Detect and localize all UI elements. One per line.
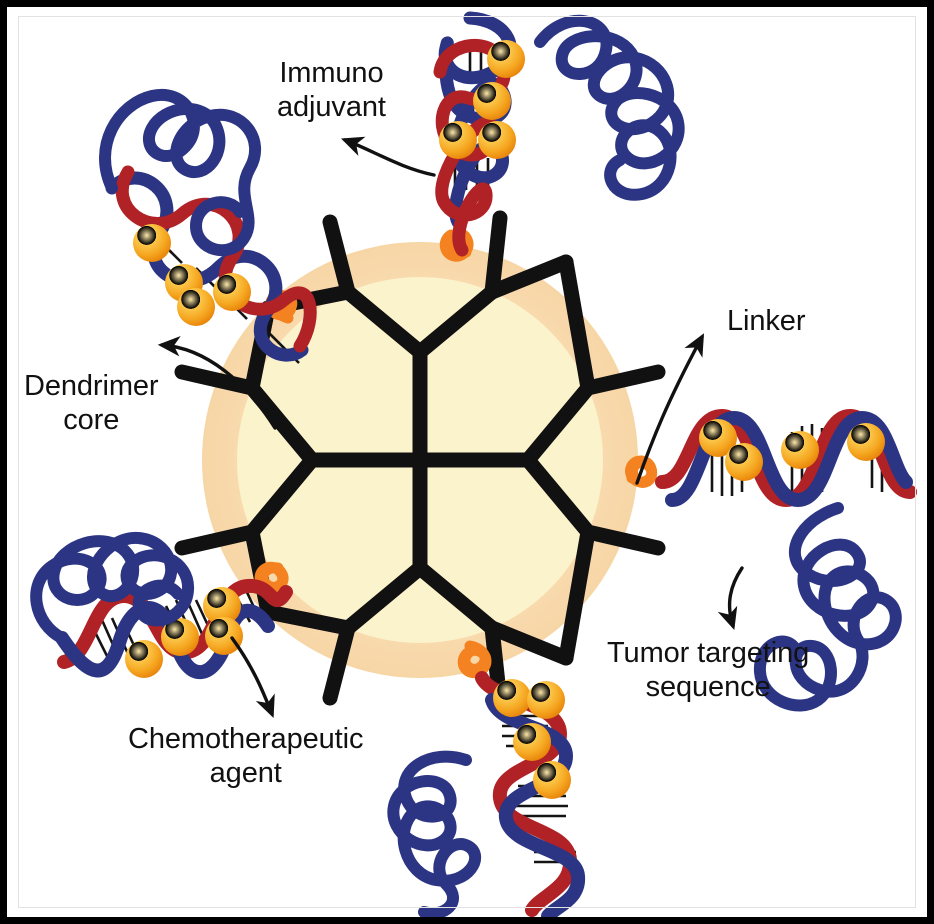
random-coil-upper-left: [99, 88, 261, 257]
label-linker: Linker: [727, 305, 806, 337]
linker-coil-bottom: [457, 640, 492, 679]
dna-duplex-bottom: [475, 671, 585, 923]
conjugate-arm-right: [625, 408, 917, 712]
dendrimer-branches: [174, 210, 666, 710]
drug-spheres-bottom: [493, 679, 571, 799]
dna-strand-red: [115, 165, 317, 353]
drug-sphere: [478, 121, 516, 159]
random-coil-right: [754, 502, 902, 712]
drug-spheres-top: [439, 40, 525, 159]
arrow-dendrimer-core[interactable]: [157, 336, 277, 430]
linker-coil-top: [439, 228, 474, 262]
label-chemotherapeutic-agent: Chemotherapeutic agent: [128, 723, 364, 789]
drug-sphere: [699, 419, 737, 457]
conjugate-arm-top: [433, 11, 685, 262]
conjugate-arm-lower-left: [30, 532, 293, 680]
arrow-immuno-adjuvant[interactable]: [341, 136, 436, 177]
arrow-chemotherapeutic-agent[interactable]: [230, 636, 275, 718]
drug-sphere: [203, 587, 241, 625]
drug-sphere: [133, 224, 171, 262]
drug-sphere: [473, 82, 511, 120]
arrow-linker[interactable]: [635, 333, 705, 485]
random-coil-lower-left: [30, 532, 194, 644]
drug-sphere: [533, 761, 571, 799]
drug-sphere: [493, 679, 531, 717]
drug-sphere: [161, 618, 199, 656]
drug-spheres-lower-left: [125, 587, 243, 678]
drug-sphere: [439, 121, 477, 159]
drug-spheres-right: [699, 419, 885, 481]
drug-sphere: [205, 617, 243, 655]
drug-sphere: [513, 723, 551, 761]
drug-spheres-upper-left: [133, 224, 251, 326]
dna-strand-blue: [105, 171, 309, 362]
arrow-tumor-targeting-sequence[interactable]: [717, 566, 744, 631]
annotation-arrows: [157, 136, 744, 718]
drug-sphere: [781, 431, 819, 469]
drug-sphere: [125, 640, 163, 678]
random-coil-top: [534, 14, 685, 201]
conjugate-arm-bottom: [387, 640, 585, 923]
drug-sphere: [847, 423, 885, 461]
label-immuno-adjuvant: Immuno adjuvant: [277, 57, 386, 123]
linker-coil-right: [625, 455, 658, 488]
conjugate-arm-upper-left: [99, 88, 317, 364]
drug-sphere: [527, 681, 565, 719]
drug-sphere: [177, 288, 215, 326]
label-dendrimer-core: Dendrimer core: [24, 370, 159, 436]
drug-sphere: [213, 273, 251, 311]
drug-sphere: [487, 40, 525, 78]
label-tumor-targeting-sequence: Tumor targeting sequence: [607, 637, 810, 703]
random-coil-bottom: [387, 750, 482, 920]
dendrimer-core-group: [174, 210, 666, 710]
drug-sphere: [725, 443, 763, 481]
